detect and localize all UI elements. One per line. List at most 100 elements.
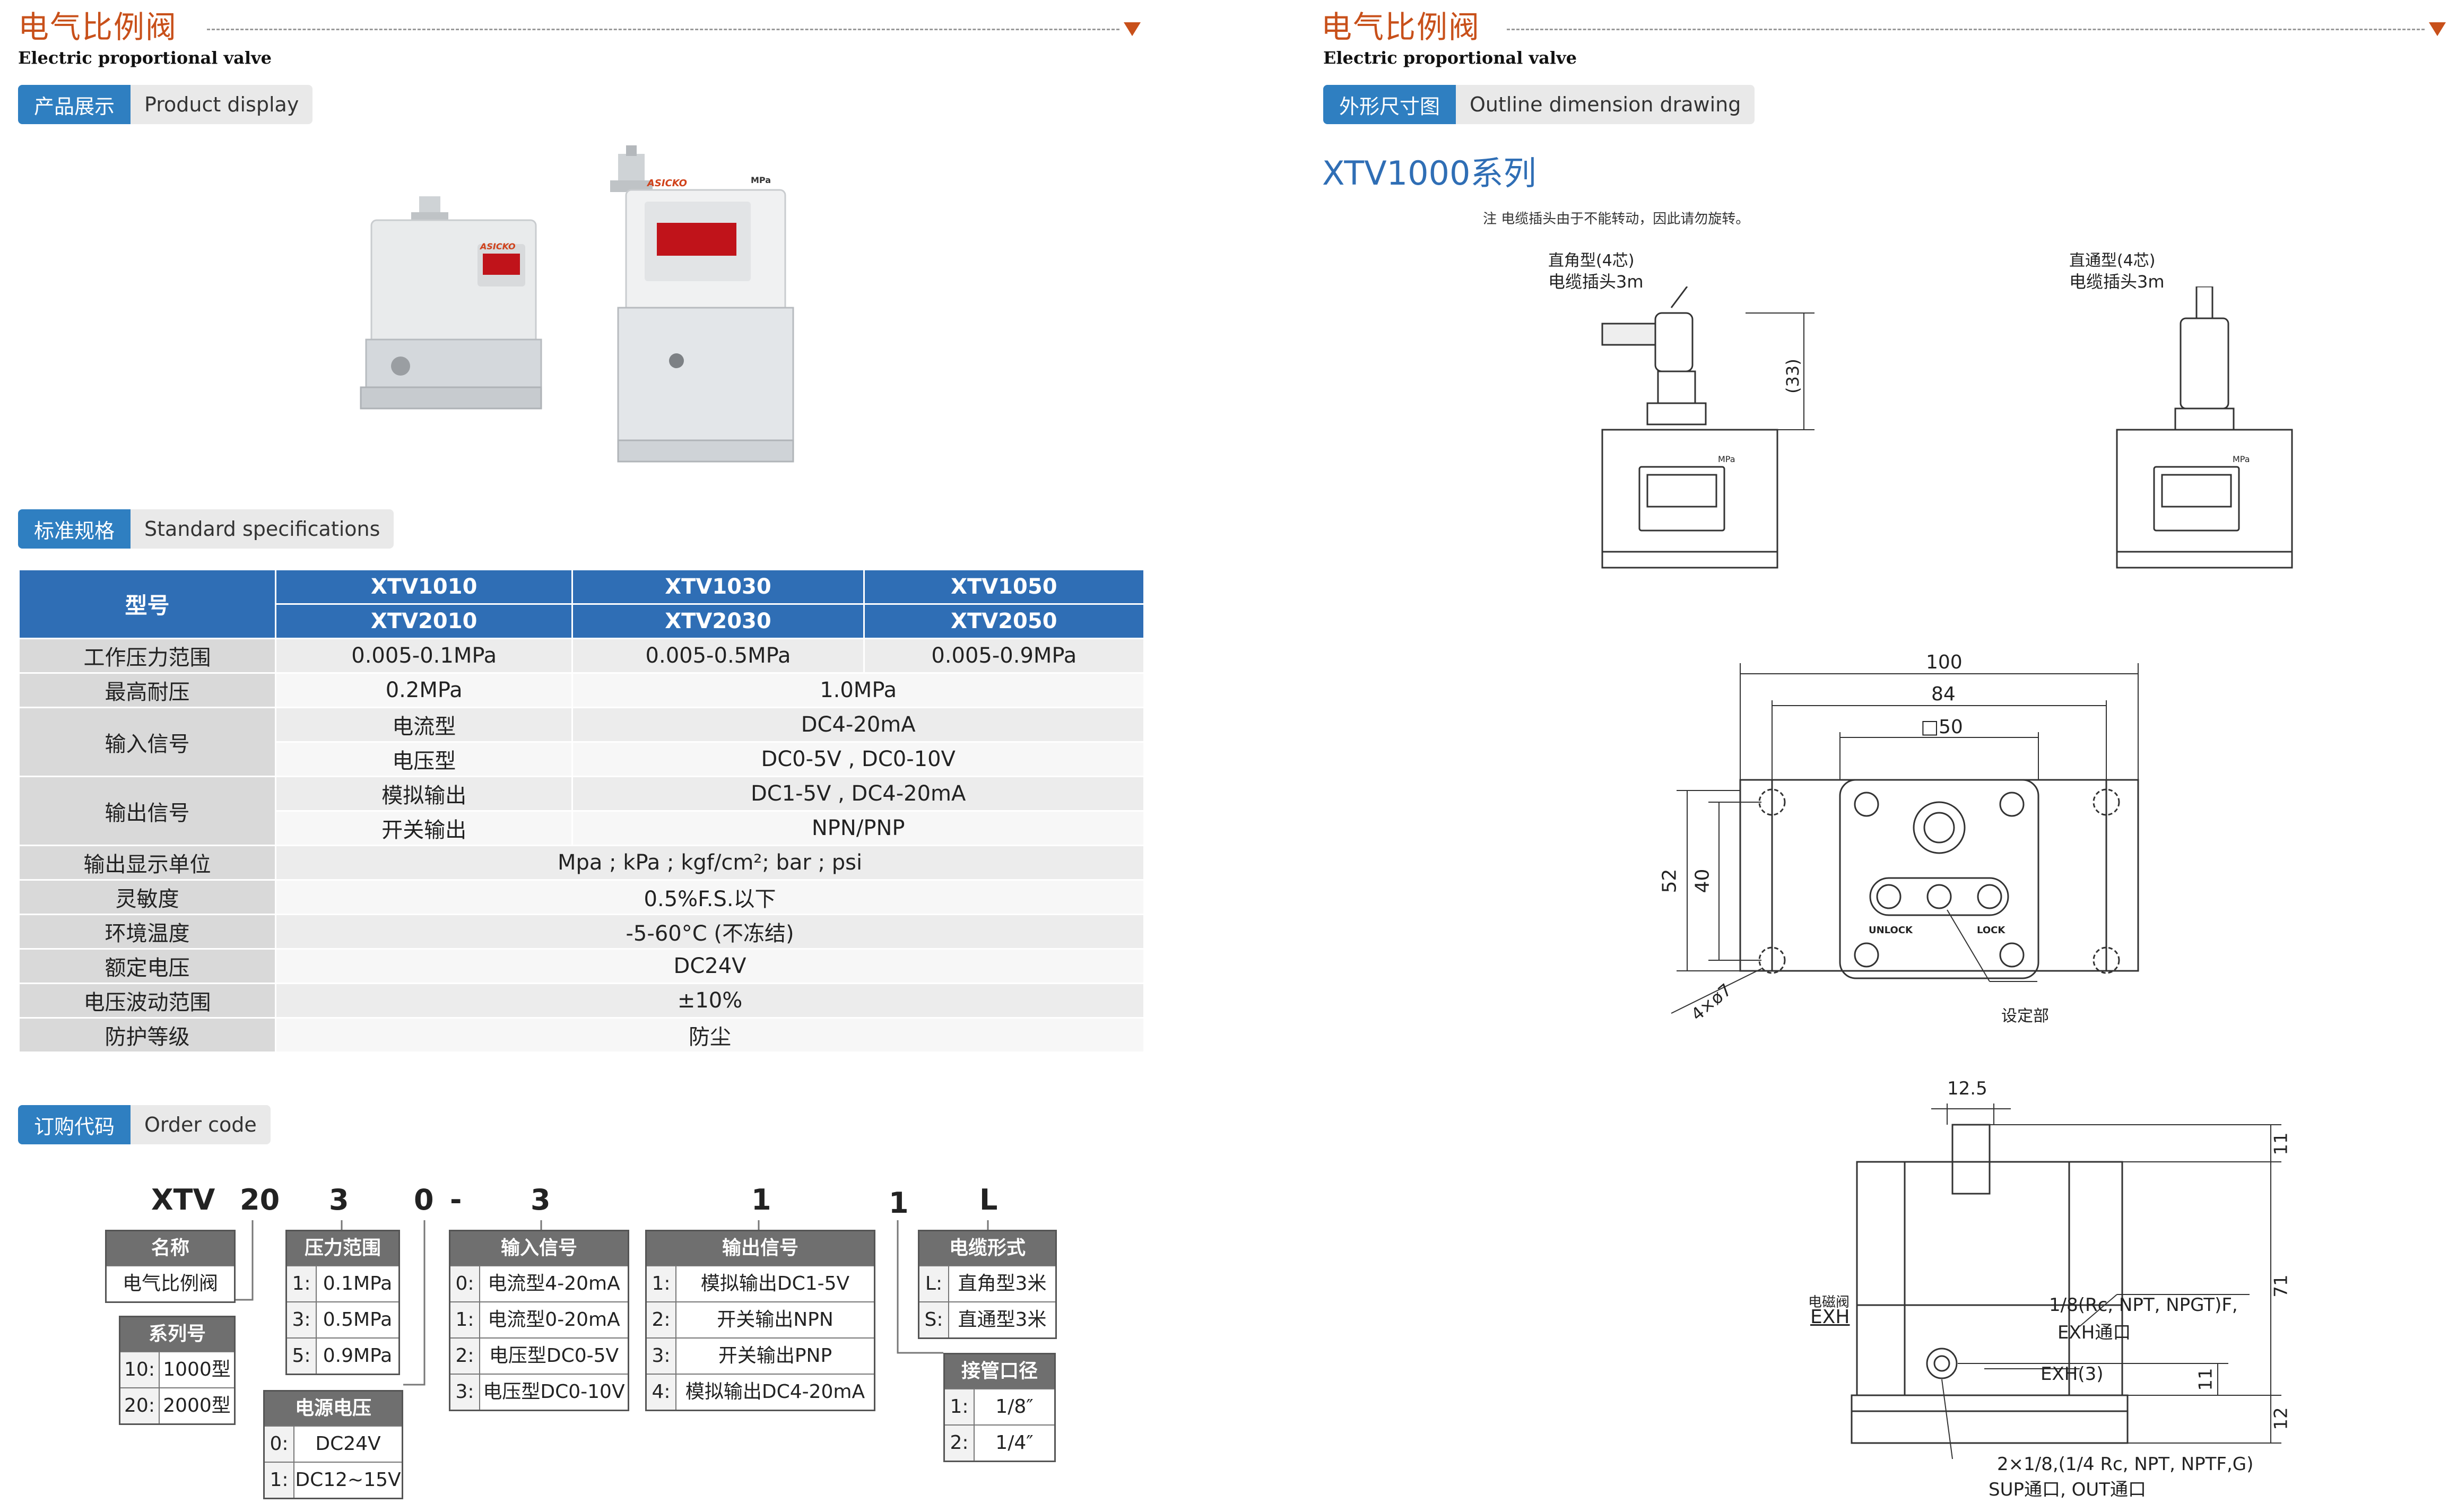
- option-text: 开关输出PNP: [718, 1345, 832, 1367]
- spec-model-label: 型号: [18, 569, 277, 639]
- option-key: 3:: [647, 1339, 676, 1374]
- spec-value: 0.005-0.1MPa: [275, 638, 574, 674]
- order-port-box: 接管口径 1:1/8″ 2:1/4″: [943, 1353, 1056, 1462]
- right-title-divider: [1507, 29, 2425, 30]
- tab-outline-en: Outline dimension drawing: [1456, 85, 1755, 124]
- setting-label: 设定部: [2001, 1007, 2049, 1026]
- option-key: 1:: [647, 1266, 676, 1301]
- spec-value: 0.2MPa: [275, 672, 574, 708]
- tab-standard-specifications[interactable]: 标准规格 Standard specifications: [18, 509, 394, 549]
- spec-label: 防护等级: [18, 1017, 277, 1053]
- exh-solenoid-label: 电磁阀: [1808, 1294, 1850, 1310]
- tab-specs-cn: 标准规格: [18, 509, 131, 549]
- option-key: 1:: [287, 1266, 317, 1301]
- tab-product-display-cn: 产品展示: [18, 85, 131, 124]
- left-title-divider: [207, 29, 1119, 30]
- option-key: 20:: [120, 1388, 160, 1423]
- spec-label: 电压波动范围: [18, 983, 277, 1019]
- option-text: DC12~15V: [295, 1469, 401, 1491]
- option-text: DC24V: [315, 1433, 381, 1455]
- spec-sublabel: 开关输出: [275, 810, 574, 846]
- port-18-label: 1/8(Rc, NPT, NPGT)F,: [2049, 1294, 2238, 1316]
- connector-label: 电缆插头3m: [1548, 272, 1644, 292]
- order-box-title: 电源电压: [265, 1392, 402, 1426]
- option-key: 0:: [450, 1266, 480, 1301]
- spec-label: 输出信号: [18, 776, 277, 846]
- order-box-title: 输入信号: [450, 1231, 628, 1265]
- option-text: 电流型4-20mA: [488, 1273, 620, 1294]
- connector-label: 电缆插头3m: [2069, 272, 2165, 292]
- option-text: 电流型0-20mA: [488, 1309, 620, 1331]
- dim-50: □50: [1921, 716, 1963, 738]
- spec-value: NPN/PNP: [571, 810, 1145, 846]
- spec-value: DC0-5V , DC0-10V: [571, 741, 1145, 777]
- option-text: 0.5MPa: [323, 1309, 393, 1331]
- spec-value: 0.005-0.9MPa: [863, 638, 1145, 674]
- spec-sublabel: 模拟输出: [275, 776, 574, 812]
- order-code-part: 0: [414, 1183, 434, 1216]
- spec-value: DC4-20mA: [571, 707, 1145, 743]
- option-text: 直通型3米: [958, 1309, 1047, 1331]
- exh-port-label: EXH通口: [2057, 1322, 2131, 1343]
- order-pressure-box: 压力范围 1:0.1MPa 3:0.5MPa 5:0.9MPa: [285, 1230, 400, 1375]
- order-input-box: 输入信号 0:电流型4-20mA 1:电流型0-20mA 2:电压型DC0-5V…: [449, 1230, 629, 1411]
- order-power-box: 电源电压 0:DC24V 1:DC12~15V: [263, 1390, 403, 1499]
- tab-outline-cn: 外形尺寸图: [1323, 85, 1456, 124]
- option-text: 开关输出NPN: [717, 1309, 834, 1331]
- spec-label: 工作压力范围: [18, 638, 277, 674]
- connector-label: 直通型(4芯): [2069, 251, 2156, 270]
- option-text: 1/4″: [995, 1432, 1034, 1454]
- product-photo: [360, 145, 794, 463]
- order-code-part: 1: [889, 1186, 909, 1220]
- right-expand-triangle-icon: [2429, 22, 2446, 36]
- order-code-part: -: [450, 1183, 462, 1216]
- spec-model: XTV2010: [275, 603, 574, 639]
- left-expand-triangle-icon: [1124, 22, 1141, 36]
- tab-order-en: Order code: [131, 1105, 271, 1144]
- spec-value: ±10%: [275, 983, 1145, 1019]
- tab-product-display-en: Product display: [131, 85, 313, 124]
- spec-label: 最高耐压: [18, 672, 277, 708]
- front-view-drawings: [1601, 286, 2293, 569]
- option-key: 1:: [265, 1463, 294, 1498]
- spec-value: 1.0MPa: [571, 672, 1145, 708]
- lock-label: LOCK: [1977, 925, 2005, 936]
- option-text: 直角型3米: [958, 1273, 1047, 1294]
- option-key: 3:: [450, 1375, 480, 1410]
- spec-label: 输入信号: [18, 707, 277, 777]
- spec-model: XTV1050: [863, 569, 1145, 605]
- tab-product-display[interactable]: 产品展示 Product display: [18, 85, 313, 124]
- sup-out-label: 2×1/8,(1/4 Rc, NPT, NPTF,G): [1997, 1454, 2254, 1475]
- spec-label: 环境温度: [18, 914, 277, 950]
- dim-84: 84: [1931, 683, 1956, 705]
- order-code-part: 3: [329, 1183, 349, 1216]
- option-text: 1000型: [163, 1359, 231, 1380]
- spec-value: 防尘: [275, 1017, 1145, 1053]
- spec-value: DC1-5V , DC4-20mA: [571, 776, 1145, 812]
- dim-11-top: 11: [2270, 1132, 2292, 1155]
- tab-specs-en: Standard specifications: [131, 509, 394, 549]
- order-box-title: 压力范围: [287, 1231, 398, 1265]
- order-box-title: 输出信号: [647, 1231, 874, 1265]
- order-box-value: 电气比例阀: [122, 1273, 218, 1294]
- order-code-part: XTV: [151, 1183, 215, 1216]
- spec-value: DC24V: [275, 948, 1145, 984]
- dim-11-mid: 11: [2195, 1368, 2217, 1391]
- option-key: 2:: [647, 1302, 676, 1337]
- tab-order-code[interactable]: 订购代码 Order code: [18, 1105, 271, 1144]
- drawing-note: 注 电缆插头由于不能转动，因此请勿旋转。: [1483, 211, 1750, 227]
- spec-model: XTV1010: [275, 569, 574, 605]
- dim-71: 71: [2270, 1274, 2292, 1298]
- order-output-box: 输出信号 1:模拟输出DC1-5V 2:开关输出NPN 3:开关输出PNP 4:…: [645, 1230, 875, 1411]
- option-key: 3:: [287, 1302, 317, 1337]
- option-key: L:: [919, 1266, 949, 1301]
- order-box-title: 名称: [107, 1231, 234, 1265]
- series-title: XTV1000系列: [1322, 154, 1536, 193]
- dim-52: 52: [1659, 868, 1681, 893]
- option-text: 1/8″: [995, 1396, 1034, 1418]
- tab-outline-dimension[interactable]: 外形尺寸图 Outline dimension drawing: [1323, 85, 1755, 124]
- option-key: 2:: [945, 1426, 975, 1461]
- order-code-part: L: [979, 1183, 998, 1216]
- spec-value: 0.5%F.S.以下: [275, 879, 1145, 915]
- connector-label: 直角型(4芯): [1548, 251, 1635, 270]
